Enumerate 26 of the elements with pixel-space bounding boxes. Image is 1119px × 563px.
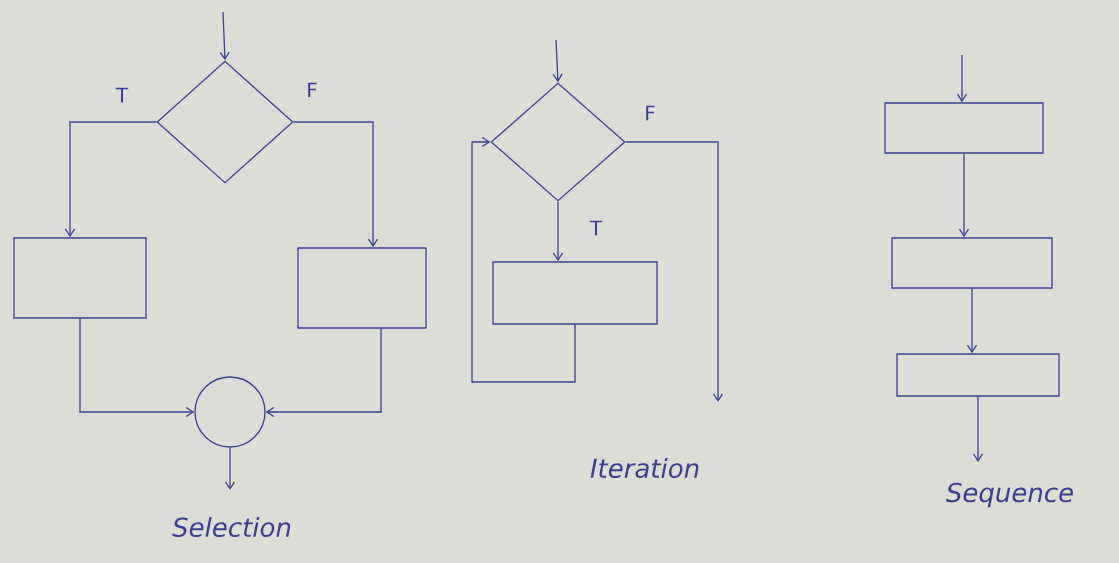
arrow [958, 153, 970, 238]
caption: Selection [172, 516, 291, 538]
caption: Sequence [946, 482, 1073, 508]
arrow [552, 201, 564, 262]
arrow [219, 11, 230, 61]
arrow [552, 39, 563, 83]
arrow [265, 328, 382, 418]
process-box [297, 247, 427, 329]
process-box [884, 102, 1044, 154]
decision-diamond [156, 60, 294, 184]
arrow [471, 136, 576, 383]
arrow [966, 288, 978, 354]
process-box [13, 237, 147, 319]
process-box [492, 261, 658, 325]
arrow [79, 318, 195, 418]
arrow [293, 121, 379, 248]
arrow [956, 54, 968, 103]
arrow [224, 447, 236, 490]
arrow [64, 121, 157, 238]
arrow [972, 396, 984, 462]
connector-circle [194, 376, 266, 448]
process-box [896, 353, 1060, 397]
caption: Iteration [590, 457, 699, 479]
process-box [891, 237, 1053, 289]
decision-diamond [490, 82, 626, 202]
arrow [625, 141, 724, 402]
